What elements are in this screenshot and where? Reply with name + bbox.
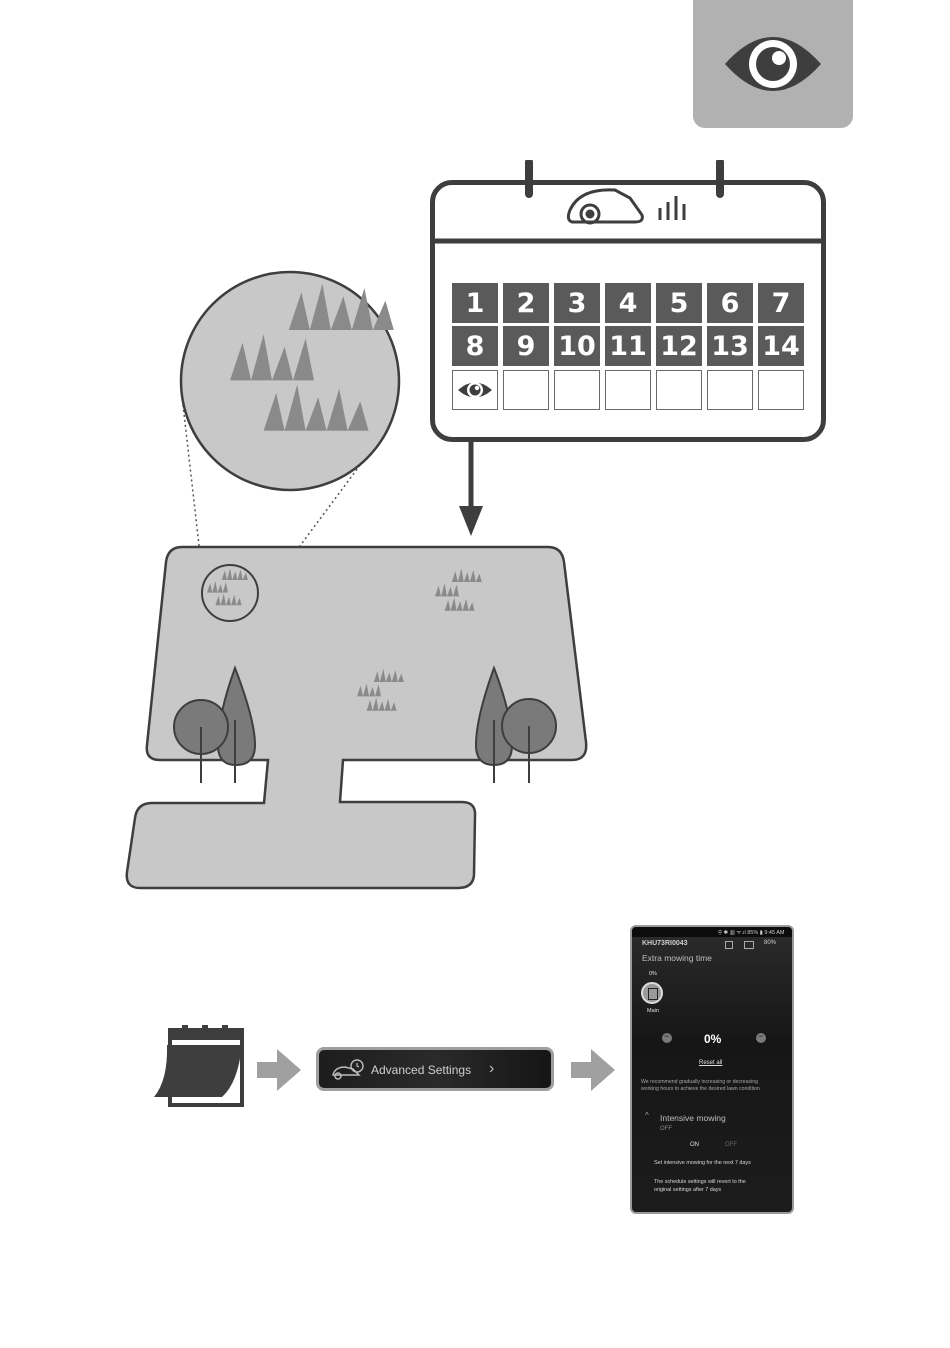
calendar-day-empty <box>656 370 702 410</box>
calendar-day: 13 <box>707 326 753 366</box>
decrease-button[interactable]: − <box>662 1031 672 1043</box>
eye-tab <box>693 0 853 128</box>
eye-icon <box>725 37 821 91</box>
intensive-mowing-title: Intensive mowing <box>660 1113 726 1123</box>
lawn-shape <box>125 545 588 890</box>
status-bar-text: ⚲ ✱ ▥ ᯤ.ıl 85% ▮ 9:45 AM <box>718 930 785 936</box>
toggle-on[interactable]: ON <box>690 1142 699 1148</box>
calendar-day-empty <box>503 370 549 410</box>
stepper-value: 0% <box>704 1032 722 1046</box>
eye-icon <box>458 382 492 398</box>
toggle-off[interactable]: OFF <box>725 1142 737 1148</box>
calendar-day-empty <box>554 370 600 410</box>
advanced-settings-button[interactable]: Advanced Settings › <box>316 1047 554 1091</box>
calendar-day: 2 <box>503 283 549 323</box>
hint-line-2: working hours to achieve the desired law… <box>641 1086 760 1092</box>
bush-icon <box>501 698 557 783</box>
calendar-day-empty <box>605 370 651 410</box>
advanced-settings-label: Advanced Settings <box>371 1063 472 1077</box>
calendar-day: 4 <box>605 283 651 323</box>
calendar-icon <box>154 1025 244 1107</box>
lawn-highlight-circle <box>201 564 259 622</box>
calendar-day: 14 <box>758 326 804 366</box>
zone-avatar[interactable] <box>641 982 663 1004</box>
status-bar <box>632 927 792 937</box>
calendar-day: 10 <box>554 326 600 366</box>
calendar-day-eye <box>452 370 498 410</box>
calendar-day: 5 <box>656 283 702 323</box>
calendar-day: 6 <box>707 283 753 323</box>
arrow-right-icon <box>257 1049 301 1091</box>
calendar-day: 11 <box>605 326 651 366</box>
battery-level: 80% <box>764 940 777 946</box>
zone-percent: 0% <box>649 971 657 977</box>
lawn-diagram <box>125 270 588 890</box>
info-line-1: Set intensive mowing for the next 7 days <box>654 1160 751 1166</box>
zone-name: Main <box>647 1008 659 1014</box>
robot-mower-clock-icon <box>332 1059 364 1080</box>
calendar: 1 2 3 4 5 6 7 8 9 10 11 12 13 14 <box>430 160 826 442</box>
intensive-mowing-state: OFF <box>660 1126 672 1132</box>
calendar-day: 3 <box>554 283 600 323</box>
calendar-day: 7 <box>758 283 804 323</box>
hint-line-1: We recommend gradually increasing or dec… <box>641 1079 758 1085</box>
calendar-day-empty <box>758 370 804 410</box>
bush-icon <box>173 699 229 783</box>
chevron-right-icon: › <box>489 1060 495 1077</box>
calendar-day: 8 <box>452 326 498 366</box>
page-title: Extra mowing time <box>642 953 712 963</box>
device-id: KHU73RI0043 <box>642 940 688 947</box>
calendar-day: 9 <box>503 326 549 366</box>
wifi-off-icon <box>725 941 733 949</box>
zone-map-icon <box>648 988 658 1000</box>
phone-screen: ⚲ ✱ ▥ ᯤ.ıl 85% ▮ 9:45 AM KHU73RI0043 80%… <box>630 925 794 1214</box>
calendar-day: 12 <box>656 326 702 366</box>
info-line-3: original settings after 7 days <box>654 1187 722 1193</box>
increase-button[interactable]: − <box>756 1031 766 1043</box>
robot-mower-icon <box>566 188 686 225</box>
arrow-right-icon <box>571 1049 615 1091</box>
info-line-2: The schedule settings will revert to the <box>654 1179 746 1185</box>
signal-icon <box>744 941 754 949</box>
chevron-up-icon[interactable]: ^ <box>645 1111 649 1120</box>
reset-all-link[interactable]: Reset all <box>699 1060 723 1066</box>
calendar-day-empty <box>707 370 753 410</box>
calendar-day: 1 <box>452 283 498 323</box>
